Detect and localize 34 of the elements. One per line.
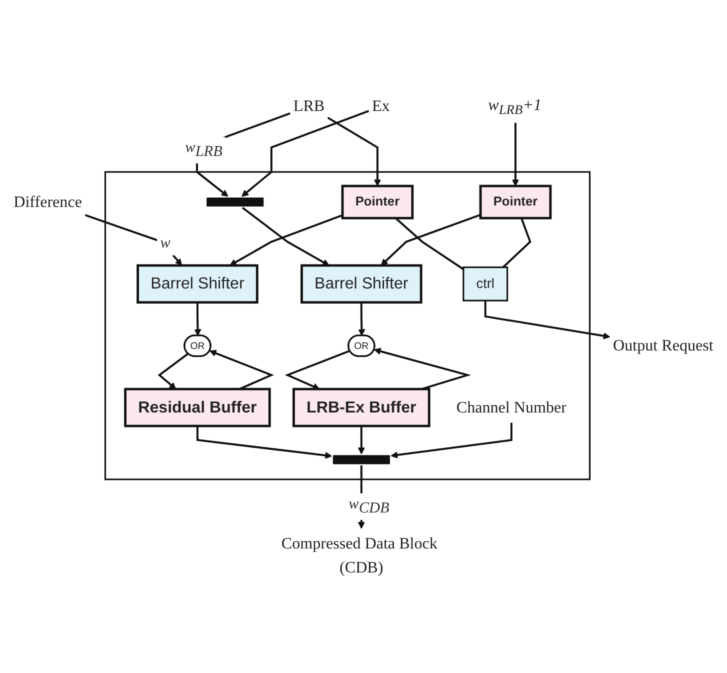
node-text: LRB [293,98,325,116]
arrow [374,348,472,390]
arrow [390,422,512,458]
arrow [194,302,202,336]
arrow [358,302,366,336]
connector [394,217,464,270]
arrow [358,426,365,454]
arrow [242,110,370,197]
node-text: Channel Number [456,398,566,416]
arrow [484,300,610,340]
arrow [84,214,182,266]
arrow [230,214,343,266]
node-box: Pointer [479,184,552,220]
arrow [327,116,381,186]
node-text: Compressed Data Block (CDB) [281,534,438,577]
cluster [104,171,591,480]
node-text: w$_{LRB}$+1 [488,96,542,118]
arrow [512,122,519,186]
arrow [209,350,274,390]
node-text: Difference [14,193,82,211]
edge-label: w [160,234,170,252]
node-box: Barrel Shifter [300,264,422,304]
arrow [380,214,481,266]
arrow [242,206,330,266]
node-box: Barrel Shifter [136,264,258,304]
node-box: Pointer [341,184,414,220]
arrow [284,350,350,390]
node-box: Residual Buffer [124,388,271,428]
node-box: ctrl [462,266,508,302]
arrow [196,426,332,459]
node-box: LRB-Ex Buffer [292,388,430,428]
node-text: Output Request [613,336,714,355]
node-text: Ex [372,98,390,116]
arrow [158,352,189,390]
